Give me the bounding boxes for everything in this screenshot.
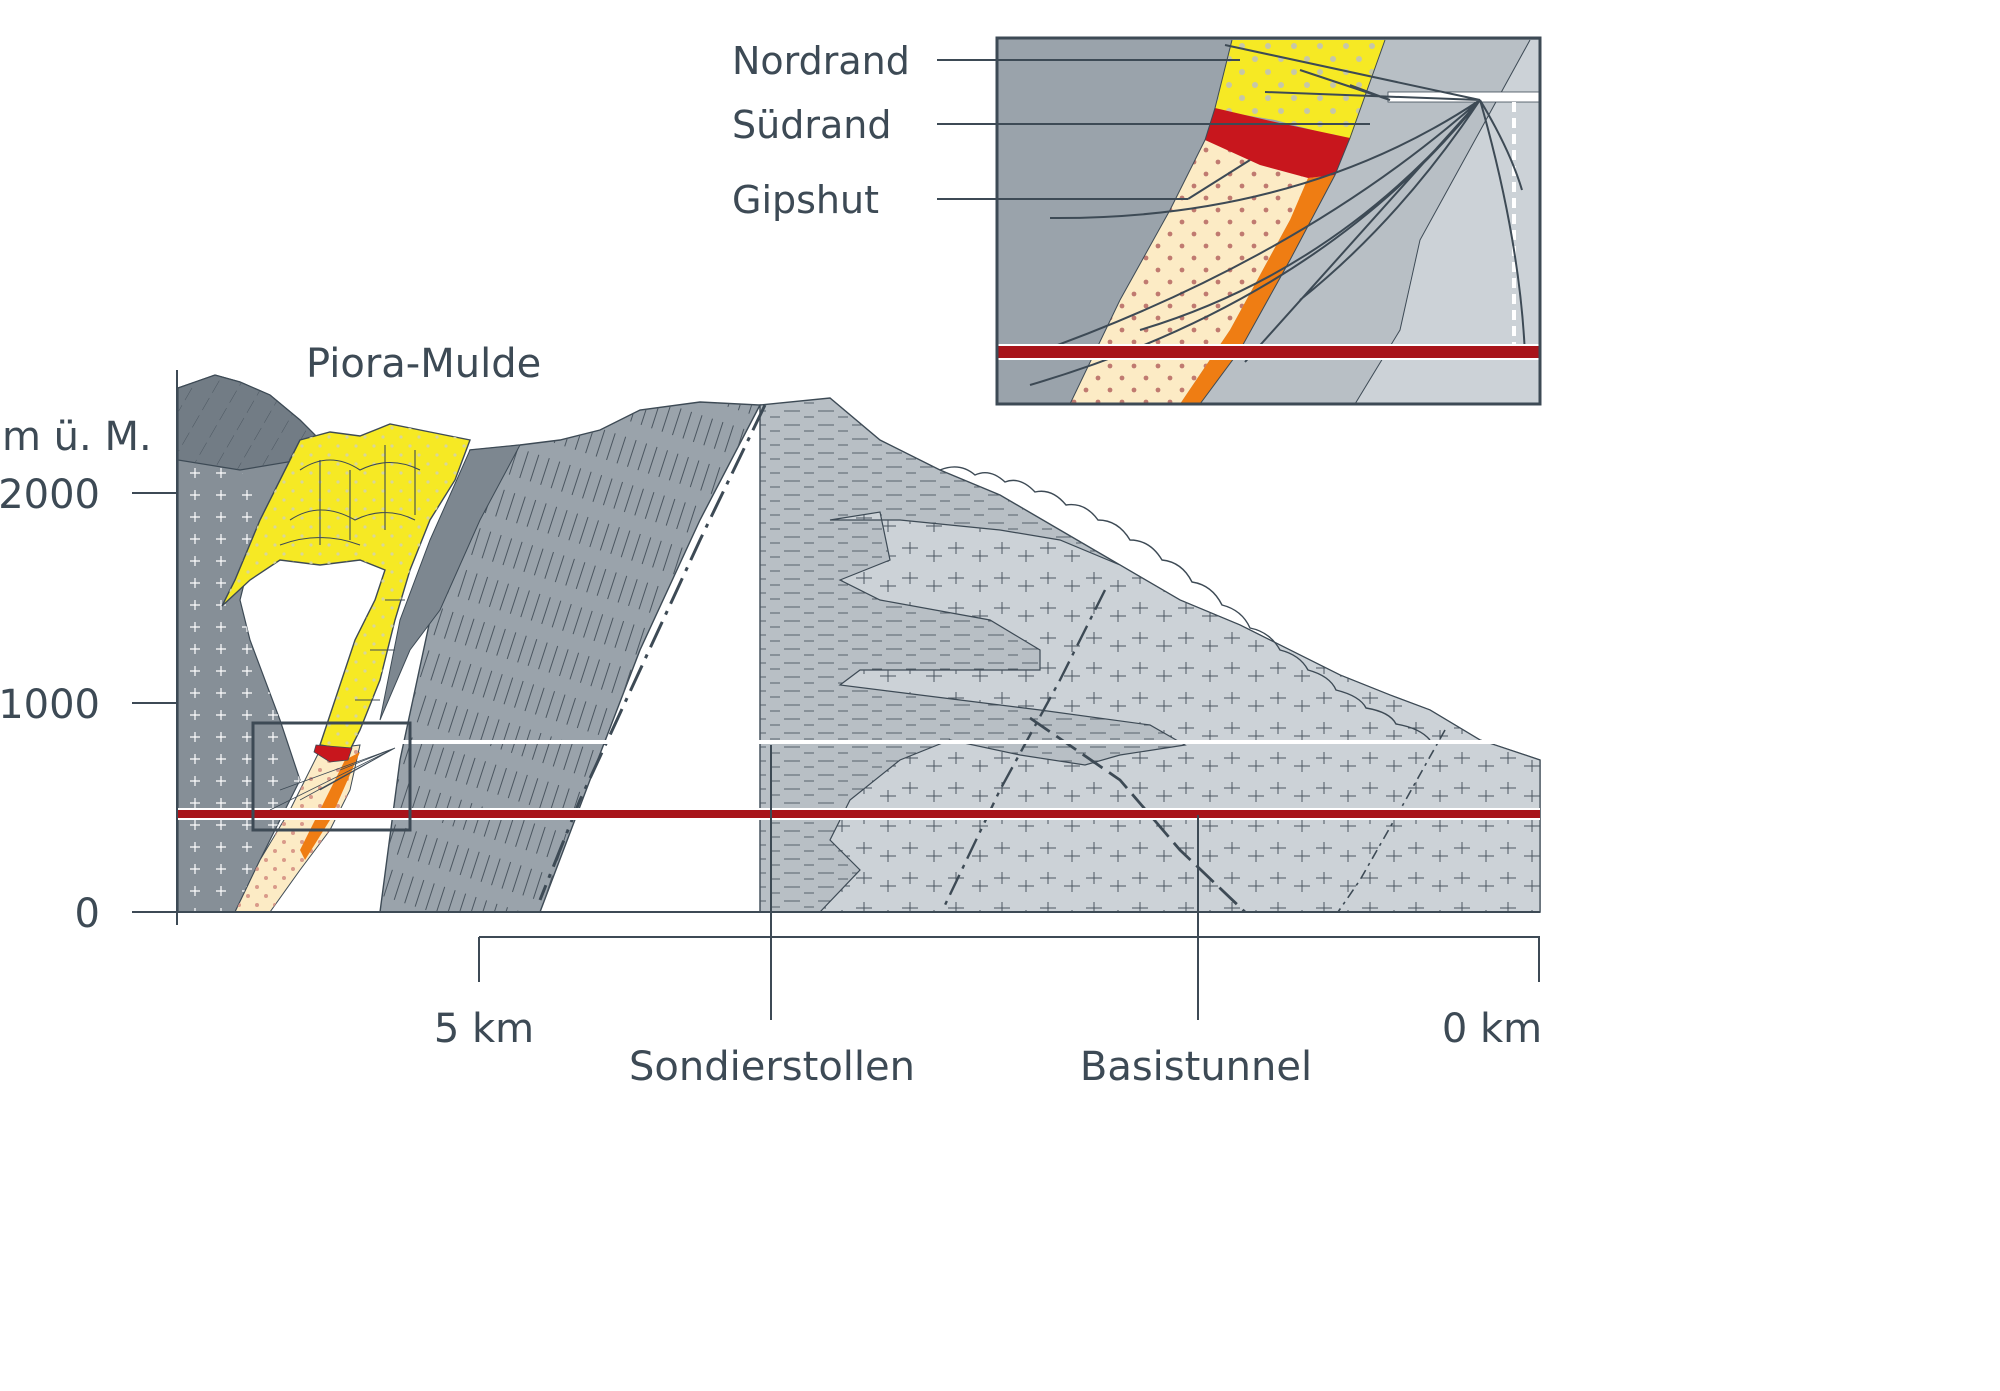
- inset-marker-drillings: [269, 747, 396, 811]
- inset-label-suedrand: Südrand: [732, 103, 891, 147]
- inset-label-nordrand: Nordrand: [732, 39, 910, 83]
- zone-orange: [300, 752, 360, 860]
- fault-line-2: [943, 589, 1107, 906]
- inset-detail: [995, 36, 1542, 406]
- y-axis-unit-label: m ü. M.: [2, 414, 152, 460]
- y-tick-1000: 1000: [0, 682, 100, 728]
- y-tick-0: 0: [75, 891, 100, 937]
- rock-unit-dark-west-texture: [178, 460, 300, 912]
- inset-frame: [995, 36, 1542, 406]
- inset-marker: [251, 721, 412, 832]
- fault-line-1: [538, 404, 767, 901]
- title-label: Piora-Mulde: [306, 341, 541, 387]
- inset-mid-rock: [1200, 40, 1530, 404]
- zone-yellow-texture: [222, 424, 470, 750]
- surface-moraine: [939, 466, 1431, 741]
- cross-section-body: [177, 374, 1541, 914]
- inset-base-tunnel: [997, 346, 1540, 358]
- x-tick-0km: 0 km: [1442, 1006, 1542, 1052]
- inset-cream-texture: [1070, 140, 1320, 404]
- inset-leader-lines: [937, 59, 1370, 200]
- zone-red: [313, 744, 353, 763]
- x-axis-scale: [478, 936, 1540, 982]
- geological-cross-section: Piora-Mulde m ü. M. 2000 1000 0 5 km 0 k…: [0, 36, 1542, 1088]
- inset-light-rock: [1355, 40, 1540, 404]
- inset-drillings: [1029, 44, 1526, 386]
- inset-label-gipshut: Gipshut: [732, 178, 879, 222]
- inset-yellow-texture: [1215, 40, 1385, 140]
- rock-unit-dark-cap-texture: [178, 375, 320, 470]
- inset-red: [1205, 108, 1350, 178]
- zone-yellow-bedding: [279, 445, 421, 701]
- rock-unit-dark-wedge: [379, 444, 521, 721]
- fault-line-4: [1337, 729, 1446, 913]
- base-tunnel-line: [178, 810, 1540, 818]
- y-axis: [132, 370, 1540, 925]
- fault-line-3: [1029, 716, 1246, 914]
- probe-gallery-label: Sondierstollen: [629, 1044, 915, 1088]
- base-tunnel-label: Basistunnel: [1080, 1044, 1312, 1088]
- x-tick-5km: 5 km: [434, 1006, 534, 1052]
- tunnel-leader-lines: [770, 745, 1199, 1020]
- y-tick-2000: 2000: [0, 472, 100, 518]
